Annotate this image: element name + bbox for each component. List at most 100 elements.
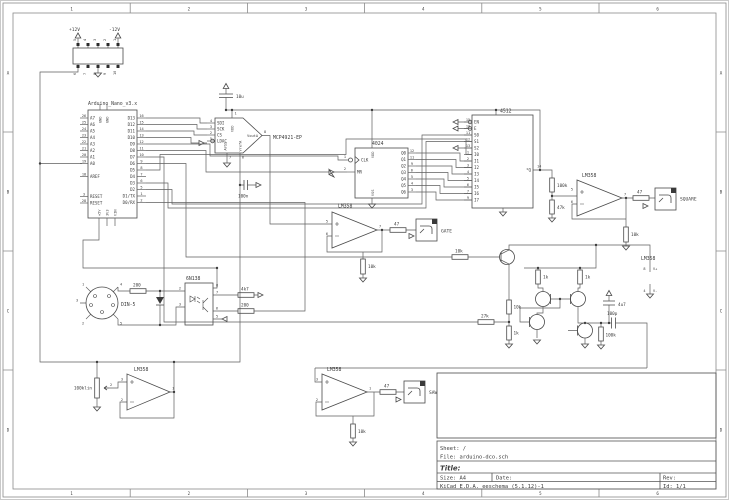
cv-opamp[interactable]: LM358 3 2 1 100klin 2 bbox=[74, 367, 174, 411]
counter-label: 4024 bbox=[372, 141, 384, 147]
square-opamp[interactable]: LM358 5 6 7 47 10k SQUARE bbox=[571, 173, 697, 243]
potentiometer[interactable]: 100klin 2 bbox=[74, 377, 112, 399]
transistor-t5[interactable] bbox=[577, 322, 593, 339]
pin-number: 26 bbox=[82, 114, 86, 118]
pin-plus: 3 bbox=[121, 378, 123, 382]
junction-dots bbox=[38, 108, 628, 394]
cap-value: 100p bbox=[607, 311, 618, 317]
pin-number: 7 bbox=[467, 189, 469, 193]
pin-name: I4 bbox=[474, 178, 479, 183]
opamp-power-unit[interactable]: LM358 8 V+ 4 V- bbox=[641, 256, 658, 293]
pin-number: 9 bbox=[140, 159, 142, 163]
pin-name: Q1 bbox=[401, 157, 406, 162]
pin-number: 19 bbox=[82, 159, 86, 163]
pin-name: A1 bbox=[90, 155, 95, 160]
pin-number: 22 bbox=[82, 140, 86, 144]
tb-rev: Rev: bbox=[663, 476, 676, 482]
frame-col-label: 5 bbox=[539, 7, 542, 12]
gnd-symbols bbox=[92, 72, 655, 447]
din-label: DIN-5 bbox=[121, 302, 136, 308]
pin-name: D6 bbox=[130, 161, 135, 166]
arduino-reset-pins: 3 RESET 28 RESET bbox=[80, 192, 103, 206]
optocoupler-6n138[interactable]: 6N138 2 3 8 7 6 5 bbox=[179, 276, 218, 326]
pin-number: 2 bbox=[103, 39, 107, 41]
led-icon bbox=[189, 295, 196, 303]
vplus-name: V+ bbox=[653, 267, 658, 271]
pin-name: I1 bbox=[474, 159, 479, 164]
net-label-plus12: +12V bbox=[69, 27, 80, 33]
jack-gate[interactable] bbox=[415, 218, 438, 242]
pin-number: 13 bbox=[466, 144, 470, 148]
expo-core[interactable]: 10k 10k 27k 1k 1k 1k 4u7 bbox=[451, 249, 626, 342]
arduino-nano-symbol[interactable]: Arduino_Nano_v3.x 26 A7 25 A6 24 A5 23 A… bbox=[80, 101, 146, 226]
pin-row: 15 D12 bbox=[128, 120, 146, 127]
r-load-value: 10k bbox=[368, 264, 376, 270]
r-series-value: 47 bbox=[637, 190, 643, 196]
pin-number: 8 bbox=[140, 166, 142, 170]
pin-name: SCK bbox=[217, 127, 225, 132]
dac-mcp4921-symbol[interactable]: MCP4921-EP 4 SDI 3 SCK 2 CS 5 LDAC 1 VDD bbox=[207, 93, 302, 200]
diode[interactable] bbox=[156, 297, 164, 306]
clk-edge-icon bbox=[354, 156, 360, 164]
transistor-t4[interactable] bbox=[529, 314, 545, 330]
jack-square[interactable] bbox=[654, 187, 677, 211]
mux-4512-symbol[interactable]: 4512 15 EN 10 E 11 S0 12 S1 13 bbox=[464, 109, 541, 209]
pin-name: A3 bbox=[90, 142, 95, 147]
pin-row: 8 D5 bbox=[130, 166, 146, 173]
transistor-t1[interactable] bbox=[499, 249, 515, 265]
opto-pin7: 7 bbox=[216, 291, 218, 295]
pin-name: GND bbox=[106, 117, 110, 124]
tb-date: Date: bbox=[496, 476, 512, 482]
cap-4u7[interactable]: 4u7 bbox=[603, 300, 626, 308]
opamp-label: LM358 bbox=[582, 173, 597, 179]
pot-wiper-pin: 2 bbox=[110, 383, 112, 387]
title-block[interactable]: Sheet: / File: arduino-dco.sch Title: Si… bbox=[436, 440, 717, 490]
pin-row: 1 I0 bbox=[464, 150, 479, 157]
frame-ticks bbox=[3, 3, 726, 497]
r-base-value: 10k bbox=[455, 249, 463, 255]
frame-col-label: 1 bbox=[70, 7, 73, 12]
transistor-t2[interactable] bbox=[535, 291, 551, 307]
net-label-minus12: -12V bbox=[109, 27, 120, 33]
pin-number: 5 bbox=[73, 39, 77, 41]
pin-minus: 2 bbox=[121, 398, 123, 402]
midi-input-parts[interactable]: 200 6N138 2 3 8 7 6 5 4k7 200 bbox=[129, 276, 255, 326]
dac-label: MCP4921-EP bbox=[273, 135, 302, 141]
pin-name: Q0 bbox=[401, 151, 406, 156]
arduino-label: Arduino_Nano_v3.x bbox=[88, 101, 137, 107]
tb-title: Title: bbox=[440, 465, 461, 473]
port-arrow-icons bbox=[198, 118, 649, 403]
jack-saw[interactable] bbox=[403, 380, 426, 404]
r-27k-value: 27k bbox=[481, 314, 489, 320]
pin-name: Q4 bbox=[401, 177, 406, 182]
midi-din-connector[interactable]: DIN-5 1 3 2 4 5 bbox=[76, 283, 136, 326]
gate-opamp[interactable]: LM358 5 6 7 47 10k GATE bbox=[326, 204, 452, 275]
opto-pin6: 6 bbox=[216, 307, 218, 311]
cap-100n[interactable]: 100n bbox=[238, 180, 249, 200]
pin-row: 4 SDI bbox=[207, 119, 225, 126]
divider-resistors[interactable]: 100k 47k bbox=[549, 177, 568, 215]
r-emitter-value: 10k bbox=[514, 305, 522, 311]
r-series-value: 47 bbox=[384, 384, 390, 390]
dac-vref-number: 6 bbox=[242, 156, 244, 160]
r100k-value: 100k bbox=[557, 183, 568, 189]
transistor-t3[interactable] bbox=[570, 291, 586, 307]
cap-10u[interactable]: 10u bbox=[219, 93, 244, 100]
frame-col-label: 1 bbox=[70, 491, 73, 496]
pin-name: A0 bbox=[90, 161, 95, 166]
pin-plus: 5 bbox=[571, 188, 573, 192]
cap-value: 100n bbox=[238, 194, 249, 200]
cap-100p[interactable]: 100p bbox=[607, 311, 618, 329]
cap-value: 10u bbox=[236, 94, 244, 100]
pin-number: 12 bbox=[410, 149, 414, 153]
pin-number: 1 bbox=[467, 150, 469, 154]
saw-opamp[interactable]: LM358 3 2 1 47 10k SAW bbox=[316, 367, 438, 439]
pin-name: A7 bbox=[90, 116, 95, 121]
counter-4024-symbol[interactable]: 4024 1 CLK 2 MR VDD VSS 12 Q0 11 Q1 9 Q2 bbox=[344, 141, 416, 199]
